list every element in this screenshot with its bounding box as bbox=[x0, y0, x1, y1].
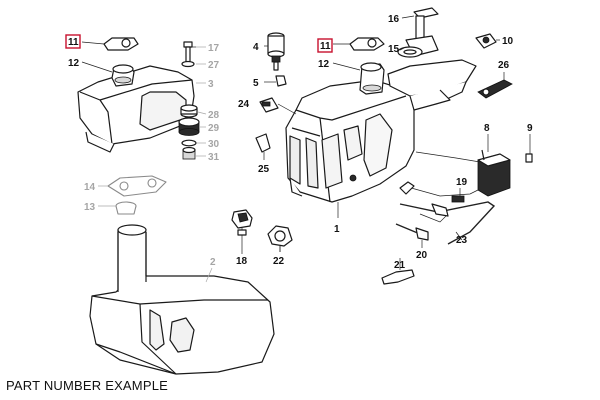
callout-21[interactable]: 21 bbox=[394, 260, 406, 271]
connector-24 bbox=[259, 97, 297, 115]
callout-28[interactable]: 28 bbox=[208, 110, 220, 121]
callout-31[interactable]: 31 bbox=[208, 152, 220, 163]
callout-25[interactable]: 25 bbox=[258, 164, 270, 175]
bolt-17 bbox=[183, 41, 206, 64]
callout-11-right[interactable]: 11 bbox=[320, 41, 331, 52]
screw-25 bbox=[255, 133, 271, 160]
leader-lines bbox=[81, 41, 405, 254]
washer-30 bbox=[181, 139, 206, 147]
gasket-14 bbox=[98, 175, 167, 197]
sensor-19 bbox=[451, 188, 465, 203]
clip-10 bbox=[475, 33, 500, 49]
callout-14[interactable]: 14 bbox=[84, 182, 96, 193]
clip-18 bbox=[231, 209, 253, 250]
callout-23[interactable]: 23 bbox=[456, 235, 468, 246]
pump-4 bbox=[264, 32, 285, 71]
cap-12-right bbox=[359, 62, 385, 95]
rubber-mount-29 bbox=[178, 117, 206, 136]
seal-13 bbox=[98, 201, 137, 215]
main-reservoir bbox=[285, 81, 415, 203]
hose-26 bbox=[477, 72, 513, 99]
callout-16[interactable]: 16 bbox=[388, 14, 400, 25]
gasket-11-left bbox=[103, 37, 139, 51]
sensor-9 bbox=[525, 134, 533, 163]
callout-15[interactable]: 15 bbox=[388, 44, 400, 55]
callout-3[interactable]: 3 bbox=[208, 79, 214, 90]
washer-neck bbox=[387, 59, 477, 111]
callout-13[interactable]: 13 bbox=[84, 202, 96, 213]
highlight-box-11-left bbox=[65, 34, 81, 49]
fitting-20 bbox=[395, 223, 429, 248]
callout-30[interactable]: 30 bbox=[208, 139, 220, 150]
callout-20[interactable]: 20 bbox=[416, 250, 428, 261]
callout-9[interactable]: 9 bbox=[527, 123, 533, 134]
callout-12-right[interactable]: 12 bbox=[318, 59, 330, 70]
callout-8[interactable]: 8 bbox=[484, 123, 490, 134]
nut-31 bbox=[182, 146, 206, 160]
grommet-5 bbox=[264, 75, 287, 87]
washer-27 bbox=[181, 60, 206, 68]
callout-4[interactable]: 4 bbox=[253, 42, 259, 53]
callout-10[interactable]: 10 bbox=[502, 36, 514, 47]
callout-11-left[interactable]: 11 bbox=[68, 37, 79, 48]
callout-18[interactable]: 18 bbox=[236, 256, 248, 267]
callout-24[interactable]: 24 bbox=[238, 99, 250, 110]
callout-12-left[interactable]: 12 bbox=[68, 58, 80, 69]
cap-12-left bbox=[111, 64, 135, 87]
hose-21 bbox=[381, 258, 415, 285]
callout-19[interactable]: 19 bbox=[456, 177, 468, 188]
highlight-box-11-right bbox=[317, 38, 333, 53]
callout-22[interactable]: 22 bbox=[273, 256, 285, 267]
callout-26[interactable]: 26 bbox=[498, 60, 510, 71]
callout-27[interactable]: 27 bbox=[208, 60, 220, 71]
callout-5[interactable]: 5 bbox=[253, 78, 259, 89]
small-reservoir bbox=[77, 65, 195, 153]
large-tank bbox=[89, 224, 275, 375]
callout-17[interactable]: 17 bbox=[208, 43, 220, 54]
gasket-11-right bbox=[349, 37, 385, 51]
ring-15 bbox=[397, 46, 423, 58]
callout-labels: 11 12 17 27 3 28 29 30 31 14 13 2 4 5 24… bbox=[68, 14, 533, 271]
caption: PART NUMBER EXAMPLE bbox=[6, 378, 169, 393]
bushing-28 bbox=[180, 104, 207, 118]
wiring-harness bbox=[399, 151, 481, 197]
clamp-22 bbox=[267, 225, 293, 252]
callout-2[interactable]: 2 bbox=[210, 257, 216, 268]
module-8 bbox=[477, 134, 511, 197]
callout-29[interactable]: 29 bbox=[208, 123, 220, 134]
callout-1[interactable]: 1 bbox=[334, 224, 340, 235]
tube-23 bbox=[399, 201, 496, 245]
